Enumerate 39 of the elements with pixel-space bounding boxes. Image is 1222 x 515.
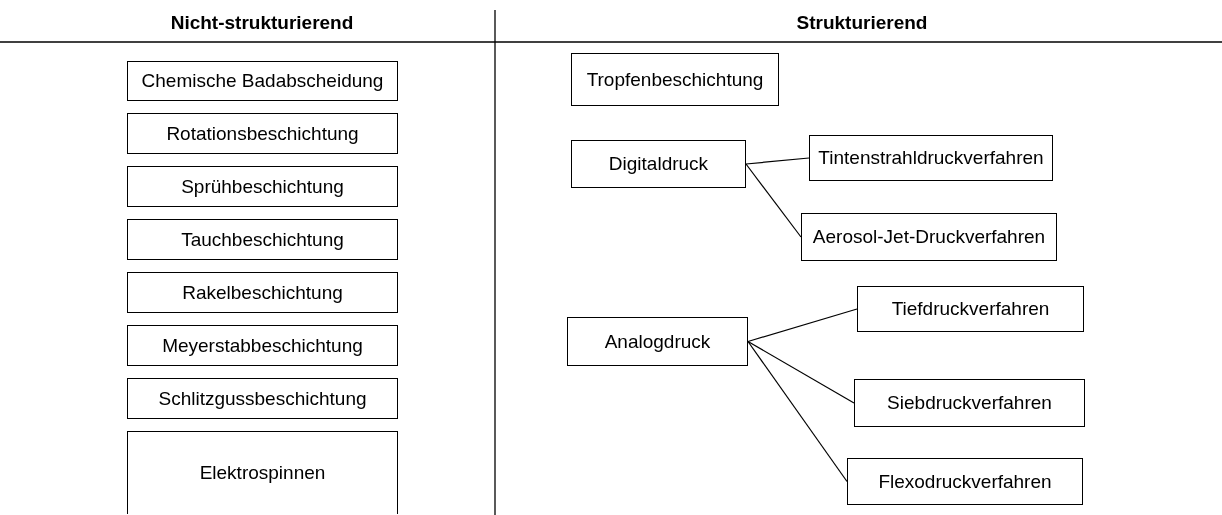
process-box: [567, 317, 748, 366]
connector-line: [747, 340, 848, 483]
process-box: [847, 458, 1083, 505]
box-label: Analogdruck: [604, 330, 711, 353]
process-box: [571, 140, 746, 188]
box-label: Rotationsbeschichtung: [166, 122, 359, 145]
connector-line: [747, 340, 855, 404]
process-box: [571, 53, 779, 106]
process-box: [127, 61, 398, 101]
box-label: Sprühbeschichtung: [181, 175, 344, 198]
connector-line: [745, 157, 810, 165]
box-label: Aerosol-Jet-Druckverfahren: [812, 226, 1046, 248]
process-box: [809, 135, 1053, 181]
box-label: Flexodruckverfahren: [878, 470, 1052, 493]
process-box: [127, 113, 398, 154]
box-label: Meyerstabbeschichtung: [162, 334, 363, 357]
box-label: Elektrospinnen: [199, 462, 326, 484]
box-label: Schlitzgussbeschichtung: [158, 387, 367, 410]
process-box: [857, 286, 1084, 332]
process-box: [127, 219, 398, 260]
box-label: Rakelbeschichtung: [182, 281, 343, 304]
process-box: [127, 166, 398, 207]
box-label: Tauchbeschichtung: [181, 228, 344, 251]
process-box: [127, 378, 398, 419]
box-label: Tiefdruckverfahren: [891, 298, 1050, 320]
connector-line: [745, 163, 802, 238]
box-label: Chemische Badabscheidung: [141, 70, 384, 92]
process-box: [127, 272, 398, 313]
process-box: [854, 379, 1085, 427]
box-label: Siebdruckverfahren: [887, 392, 1052, 414]
box-label: Tintenstrahldruckverfahren: [818, 147, 1044, 169]
box-label: Tropfenbeschichtung: [586, 68, 764, 91]
column-heading: Nicht-strukturierend: [170, 12, 354, 34]
connector-line: [747, 308, 858, 343]
process-box: [127, 431, 398, 514]
column-heading: Strukturierend: [796, 12, 928, 34]
process-box: [127, 325, 398, 366]
process-box: [801, 213, 1057, 261]
box-label: Digitaldruck: [608, 153, 709, 175]
